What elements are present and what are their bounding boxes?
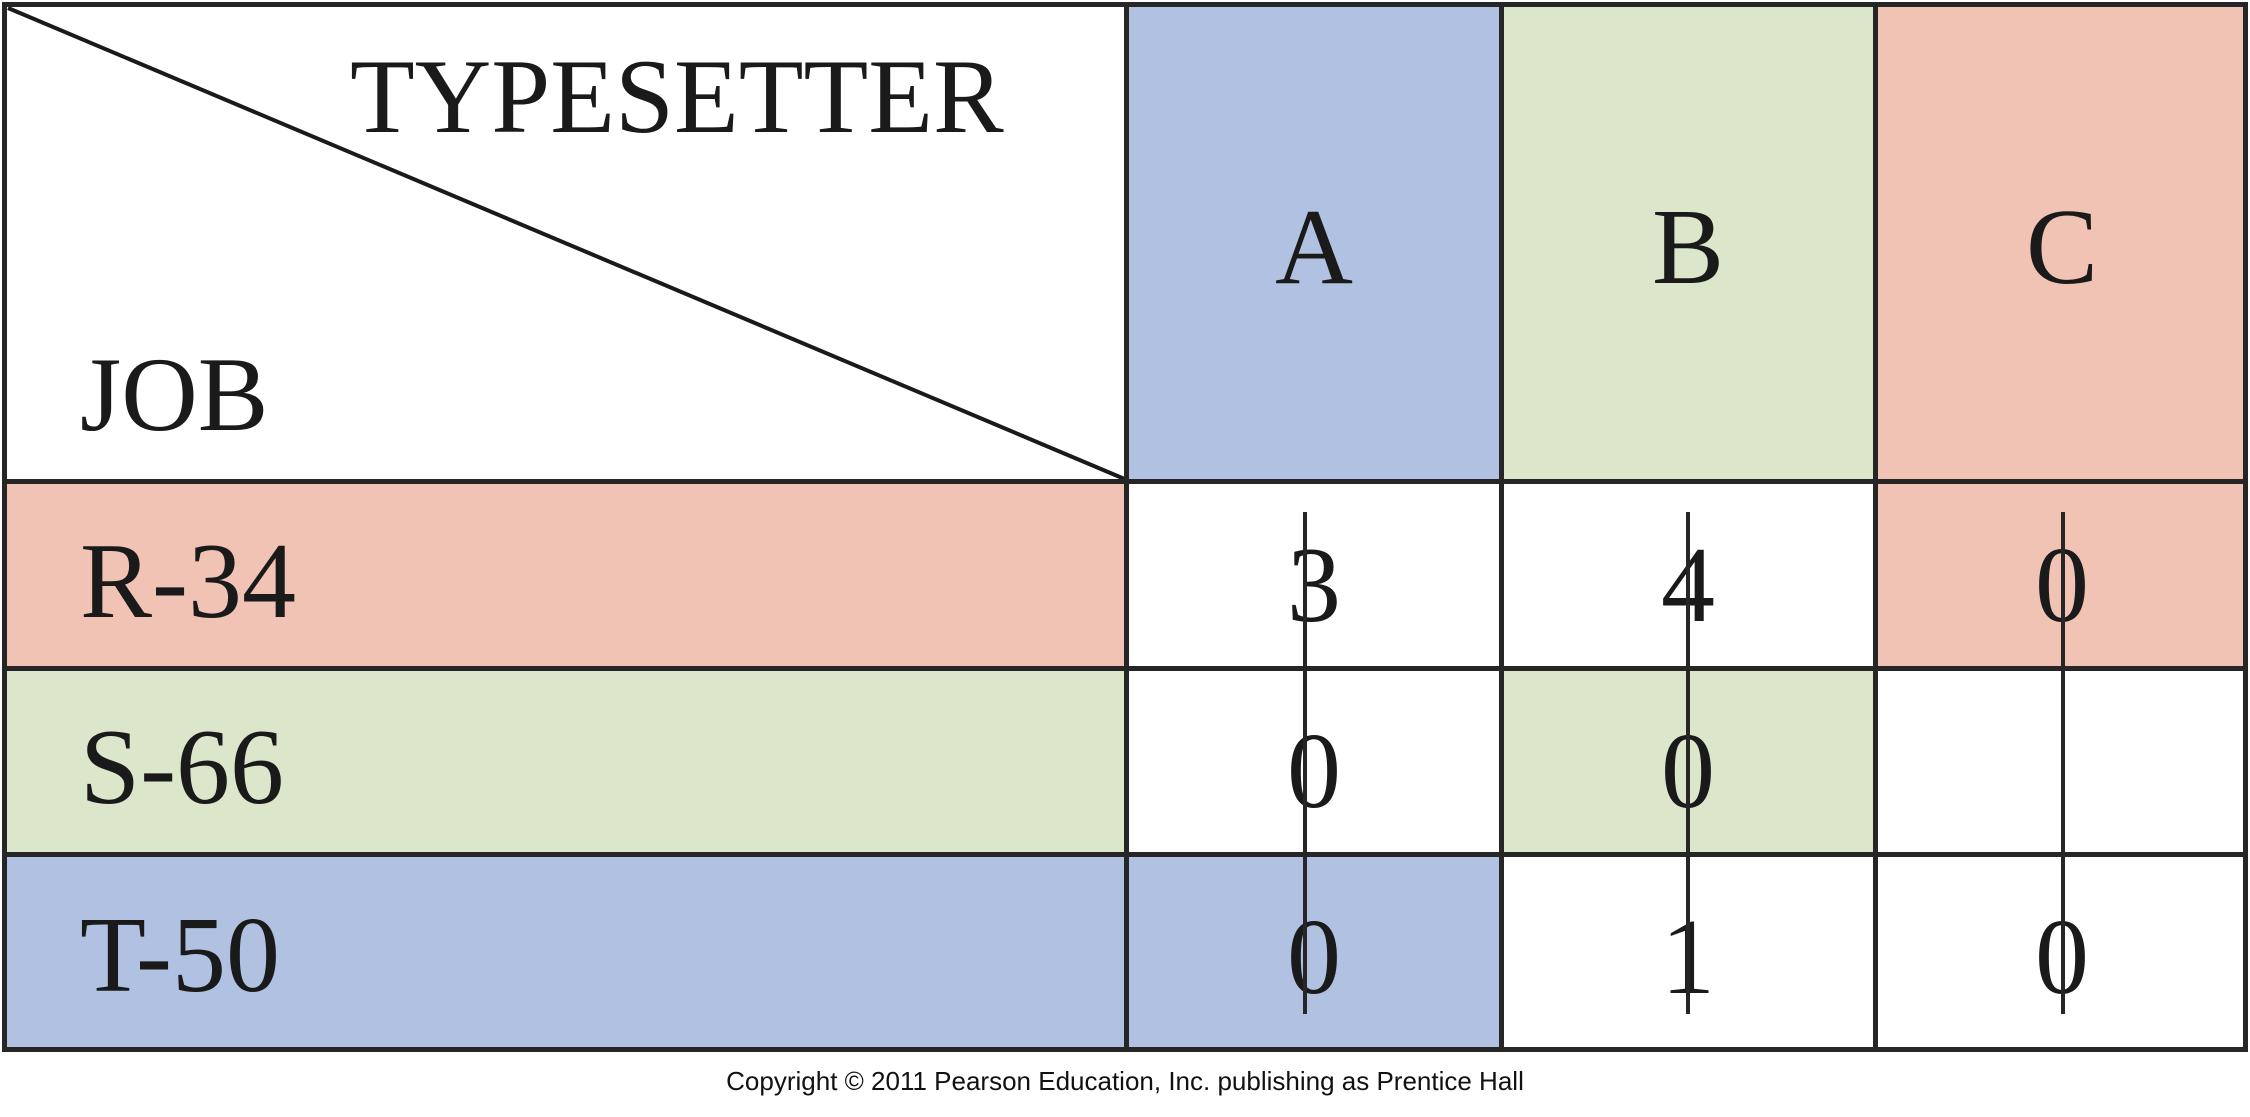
strike-line-column-c [2061,512,2065,1014]
value-cell-t50-a [1127,854,1501,1050]
job-header-label: JOB [80,336,269,453]
value-cell-t50-c [1875,854,2244,1050]
grid-line-horizontal-1 [2,479,2248,484]
column-label-b: B [1651,188,1725,307]
column-header-c-cell [1875,6,2244,482]
grid-line-horizontal-bottom [2,1047,2248,1052]
grid-line-vertical-1 [1124,2,1129,1052]
value-s66-a: 0 [1287,712,1341,831]
grid-line-vertical-left [2,2,7,1052]
value-cell-r34-a [1127,482,1501,668]
value-cell-s66-a [1127,668,1501,854]
grid-line-horizontal-3 [2,852,2248,857]
corner-diagonal-line [7,6,1128,482]
value-t50-a: 0 [1287,898,1341,1017]
grid-line-vertical-right [2243,2,2248,1052]
row-label-t50: T-50 [80,896,281,1015]
grid-line-vertical-2 [1499,2,1504,1052]
value-cell-r34-c [1875,482,2244,668]
strike-line-column-b [1686,512,1690,1014]
copyright-notice: Copyright © 2011 Pearson Education, Inc.… [726,1066,1524,1096]
grid-line-horizontal-top [2,2,2248,7]
grid-line-vertical-3 [1873,2,1878,1052]
column-label-c: C [2025,188,2099,307]
column-label-a: A [1275,188,1353,307]
assignment-table: TYPESETTER JOB A B C R-34 S-66 T-50 3 4 … [2,2,2248,1052]
row-label-r34: R-34 [80,522,296,641]
value-r34-a: 3 [1287,526,1341,645]
column-header-b-cell [1501,6,1875,482]
column-header-a-cell [1127,6,1501,482]
row-label-s66: S-66 [80,708,285,827]
grid-line-horizontal-2 [2,666,2248,671]
typesetter-header-label: TYPESETTER [350,38,1004,155]
row-label-r34-cell [6,482,1127,668]
strike-line-column-a [1303,512,1307,1014]
row-label-t50-cell [6,854,1127,1050]
value-cell-s66-c [1875,668,2244,854]
row-label-s66-cell [6,668,1127,854]
